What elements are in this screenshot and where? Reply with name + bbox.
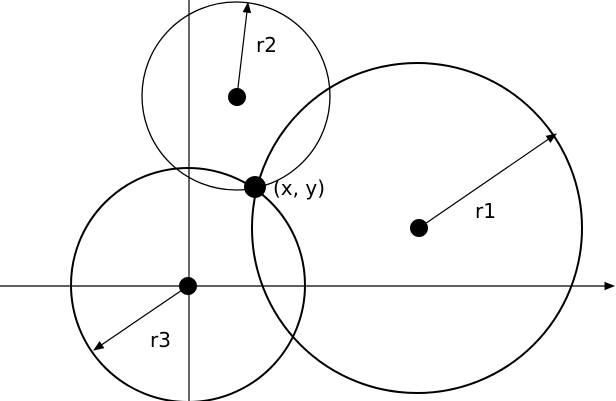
circle-1	[251, 62, 583, 394]
intersection-point-dot	[244, 176, 266, 198]
center-dot-2	[228, 88, 246, 106]
radius-r3-arrow	[93, 285, 189, 351]
circle-3	[70, 167, 306, 401]
label-intersection-point: (x, y)	[273, 176, 325, 200]
circle-2	[141, 1, 331, 191]
center-dot-1	[410, 219, 428, 237]
label-r1: r1	[475, 199, 496, 223]
center-dot-3	[179, 277, 197, 295]
radius-r1-arrow	[418, 133, 557, 229]
radius-r2-arrow	[236, 1, 252, 97]
label-r2: r2	[256, 33, 277, 57]
label-r3: r3	[150, 328, 171, 352]
